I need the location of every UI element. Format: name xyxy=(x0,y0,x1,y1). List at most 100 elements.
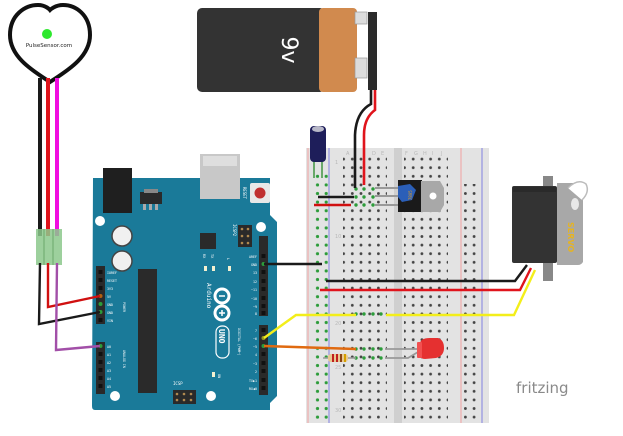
icsp2-label: ICSP2 xyxy=(232,224,237,237)
icsp-header xyxy=(173,390,196,404)
pulse-sensor-body xyxy=(7,2,93,85)
svg-text:4: 4 xyxy=(255,353,257,357)
analog-section-label: ANALOG IN xyxy=(122,350,126,368)
arduino-brand-label: Arduino xyxy=(205,283,212,309)
svg-text:RX◀0: RX◀0 xyxy=(249,387,257,391)
board-capacitor xyxy=(111,225,133,247)
on-led xyxy=(212,372,215,377)
svg-text:A3: A3 xyxy=(107,369,111,373)
analog-pin-labels: A0 A1 A2 A3 A4 A5 xyxy=(107,345,111,389)
mounting-hole xyxy=(95,216,105,226)
digital-bottom-pin-labels: 7 ~6 ~5 4 ~3 2 TX▶1 RX◀0 xyxy=(249,329,257,391)
wire-arduino-pin5[interactable] xyxy=(263,344,357,351)
power-jack xyxy=(103,168,132,213)
servo-body xyxy=(512,186,557,263)
digital-top-pin-labels: AREF GND 13 12 ~11 ~10 ~9 8 xyxy=(249,255,257,316)
column-label-h: H xyxy=(423,151,427,157)
servo-label: SERVO xyxy=(566,222,575,252)
battery-9v[interactable]: 9v xyxy=(197,8,377,92)
svg-text:~6: ~6 xyxy=(253,337,257,341)
pulse-sensor-label: PulseSensor.com xyxy=(26,43,72,49)
capacitor-body xyxy=(310,126,326,162)
regulator-mounting-hole xyxy=(429,192,437,200)
digital-header-bottom xyxy=(259,325,268,395)
capacitor-top xyxy=(312,126,324,132)
column-label-a: A xyxy=(346,151,350,157)
l-label: L xyxy=(226,258,230,260)
svg-text:TX▶1: TX▶1 xyxy=(249,379,257,383)
battery-wire-red[interactable] xyxy=(362,90,377,185)
regulator-blue-tab xyxy=(398,184,416,202)
battery-clip xyxy=(368,12,377,90)
svg-text:12: 12 xyxy=(253,280,257,284)
digital-header-top xyxy=(259,236,268,316)
svg-text:~9: ~9 xyxy=(253,305,257,309)
wire-servo-signal[interactable] xyxy=(386,269,537,317)
svg-text:2: 2 xyxy=(255,370,257,374)
mounting-hole xyxy=(256,222,266,232)
wire-sensor-signal[interactable] xyxy=(54,262,101,352)
column-label-g: G xyxy=(414,151,418,157)
digital-section-label: DIGITAL (PWM~) xyxy=(237,328,241,356)
active-holes xyxy=(354,187,383,360)
battery-label: 9v xyxy=(276,36,301,63)
row-label-25: 25 xyxy=(335,365,341,371)
fritzing-watermark: fritzing xyxy=(516,379,569,397)
wire-sensor-gnd[interactable] xyxy=(37,262,101,326)
mounting-hole xyxy=(110,391,120,401)
svg-text:GND: GND xyxy=(107,303,113,307)
pulse-sensor[interactable]: PulseSensor.com xyxy=(7,2,93,85)
uno-badge xyxy=(215,325,230,359)
terminal-strip-left xyxy=(343,157,387,419)
row-label-1: 1 xyxy=(335,160,338,166)
wire-arduino-pin6[interactable] xyxy=(263,313,356,339)
reset-button-cap[interactable] xyxy=(254,187,266,199)
battery-terminal-positive xyxy=(354,11,368,25)
tx-label: TX xyxy=(210,254,214,259)
svg-text:~10: ~10 xyxy=(251,297,257,301)
battery-cap xyxy=(319,8,357,92)
svg-text:13: 13 xyxy=(253,271,257,275)
arduino-logo xyxy=(213,287,231,322)
svg-text:A1: A1 xyxy=(107,353,111,357)
power-section-label: POWER xyxy=(122,302,126,312)
led-body xyxy=(420,338,444,359)
wire-servo-power[interactable] xyxy=(320,267,533,292)
battery-body xyxy=(197,8,325,92)
svg-text:GND: GND xyxy=(107,311,113,315)
sensor-connector xyxy=(36,229,62,265)
breadboard: A D E F G H I J 1 10 20 25 30 xyxy=(306,148,489,423)
led[interactable] xyxy=(385,338,444,359)
wire-servo-gnd[interactable] xyxy=(326,264,528,283)
power-rail-left xyxy=(312,172,328,422)
battery-wire-black[interactable] xyxy=(353,90,373,188)
regulator-label: 7805 xyxy=(408,190,413,200)
svg-text:A0: A0 xyxy=(107,345,111,349)
servo[interactable]: SERVO xyxy=(512,176,589,281)
svg-text:8: 8 xyxy=(255,312,257,316)
svg-text:IOREF: IOREF xyxy=(107,271,117,275)
svg-text:5V: 5V xyxy=(107,295,111,299)
capacitor[interactable] xyxy=(310,126,326,178)
atmega-chip xyxy=(138,269,157,393)
wire-sensor-5v[interactable] xyxy=(46,263,101,309)
svg-text:3V3: 3V3 xyxy=(107,287,113,291)
rx-label: RX xyxy=(202,254,206,259)
reset-label: RESET xyxy=(242,187,247,200)
arduino-uno[interactable]: RESET ICSP2 RX TX L Arduino xyxy=(92,154,277,410)
breadboard-center-channel xyxy=(394,148,402,423)
onboard-regulator xyxy=(140,192,162,204)
on-label: ON xyxy=(217,374,221,378)
column-label-j: J xyxy=(440,151,442,157)
resistor[interactable] xyxy=(323,354,356,362)
svg-text:~3: ~3 xyxy=(253,362,257,366)
voltage-regulator[interactable]: 7805 xyxy=(375,180,444,212)
svg-text:GND: GND xyxy=(251,263,257,267)
column-label-d: D xyxy=(372,151,376,157)
tx-led xyxy=(212,266,215,271)
column-label-i: I xyxy=(432,151,433,157)
svg-text:VIN: VIN xyxy=(107,319,113,323)
battery-terminal-negative xyxy=(354,57,368,79)
servo-shaft xyxy=(571,198,579,210)
